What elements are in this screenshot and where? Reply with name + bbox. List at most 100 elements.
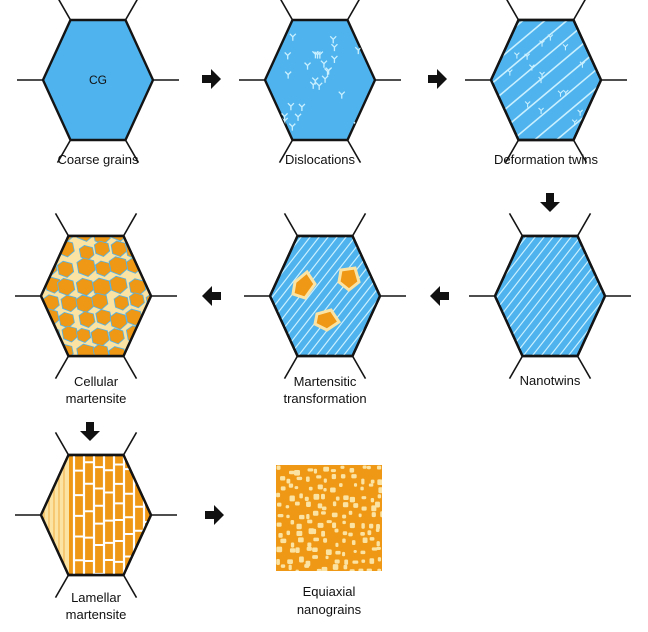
- nanograin-boundary: [313, 537, 319, 542]
- nanograin-boundary: [331, 512, 338, 518]
- grain-hexagon: [39, 453, 153, 577]
- nanograin-boundary: [377, 494, 382, 499]
- caption-martensitic-transformation: Martensitic: [294, 374, 357, 389]
- grain-boundary-line: [58, 0, 72, 21]
- nanograin-boundary: [323, 538, 328, 543]
- nanograin-boundary: [307, 519, 313, 524]
- twin-boundary-line: [270, 236, 372, 356]
- nanograin-boundary: [287, 559, 293, 564]
- martensite-cell: [76, 327, 92, 343]
- nanograin-boundary: [358, 513, 362, 518]
- nanograin-square: [276, 465, 382, 571]
- dislocation-mark: [289, 33, 297, 41]
- grain-boundary-line: [283, 212, 299, 237]
- nanograin-boundary: [386, 493, 389, 496]
- dislocation-mark: [330, 55, 338, 63]
- nanograin-boundary: [307, 468, 314, 472]
- martensite-cell: [41, 311, 44, 327]
- nanograin-boundary: [316, 475, 322, 479]
- nanograin-boundary: [387, 543, 393, 547]
- cellular-field: [41, 236, 151, 356]
- twin-boundary-line: [270, 236, 380, 356]
- nanograin-boundary: [294, 574, 299, 579]
- twin-boundary-line: [498, 236, 605, 356]
- grain-hexagon: [489, 18, 603, 142]
- twin-boundary-line: [270, 236, 363, 356]
- dislocation-mark: [287, 102, 295, 111]
- nanograin-boundary: [353, 576, 358, 580]
- dislocation-mark: [513, 52, 520, 59]
- grain-boundary-line: [122, 574, 138, 599]
- twin-boundary-line: [270, 236, 354, 356]
- nanograin-boundary: [385, 570, 390, 574]
- martensite-cell: [109, 312, 128, 330]
- nanograin-boundary: [349, 522, 355, 529]
- nanograin-boundary: [353, 503, 359, 508]
- dislocation-mark: [529, 64, 535, 71]
- nanograin-boundary: [289, 470, 295, 475]
- nanograin-boundary: [377, 568, 382, 571]
- nanograin-boundary: [340, 575, 343, 579]
- nanograin-boundary: [343, 495, 349, 501]
- nanograin-boundary: [360, 532, 365, 536]
- caption-equiaxial-nanograins: Equiaxial: [303, 584, 356, 599]
- dislocation-field: [281, 33, 362, 131]
- grain-boundary-line: [56, 139, 72, 164]
- nanograin-boundary: [296, 530, 303, 537]
- martensite-cell: [113, 294, 130, 311]
- nanograin-boundary: [280, 486, 286, 491]
- stage-dislocations: [239, 0, 401, 164]
- martensite-cell: [41, 244, 43, 261]
- nanograin-boundary: [276, 546, 283, 553]
- caption-lamellar-martensite: martensite: [66, 607, 127, 622]
- nanograin-boundary: [288, 483, 294, 488]
- cg-label: CG: [89, 73, 107, 87]
- dislocation-mark: [538, 76, 544, 84]
- nanograin-boundary: [276, 492, 281, 498]
- grain-boundary-line: [122, 212, 138, 237]
- nanograin-boundary: [276, 559, 280, 565]
- grain-boundary-line: [576, 212, 592, 237]
- arrow-down-icon: [540, 193, 560, 212]
- nanograin-boundary: [386, 488, 391, 493]
- nanograin-boundary: [296, 523, 302, 530]
- twin-boundary-line: [495, 236, 605, 356]
- twin-boundary-line: [503, 20, 601, 140]
- nanograin-boundary: [321, 566, 328, 571]
- caption-cellular-martensite: martensite: [66, 391, 127, 406]
- nanograin-boundary: [376, 579, 380, 585]
- dislocation-mark: [314, 51, 321, 59]
- nanograin-boundary: [368, 483, 374, 487]
- nanograin-boundary: [295, 547, 300, 553]
- grain-boundary-line: [508, 212, 524, 237]
- martensite-cell: [92, 236, 111, 245]
- dislocation-mark: [284, 71, 292, 79]
- dislocation-mark: [562, 43, 569, 51]
- nanograin-boundary: [289, 548, 296, 553]
- nanograin-boundary: [340, 465, 345, 469]
- nanograin-boundary: [339, 483, 343, 487]
- nanograin-boundary: [334, 559, 340, 564]
- stage-coarse-grains: CG: [17, 0, 179, 164]
- stage-martensitic-transformation: [244, 212, 406, 380]
- dislocation-mark: [309, 81, 317, 89]
- nanotwin-field: [270, 236, 380, 356]
- caption-deformation-twins: Deformation twins: [494, 152, 599, 167]
- nanograin-boundary: [321, 493, 325, 500]
- martensite-cell: [58, 311, 75, 329]
- nanograin-boundary: [312, 547, 318, 552]
- nanograin-boundary: [286, 578, 290, 582]
- twin-boundary-line: [495, 236, 597, 356]
- martensite-cell: [128, 292, 145, 309]
- nanograin-boundary: [369, 523, 374, 529]
- nanograin-boundary: [358, 568, 364, 571]
- grain-boundary-line: [124, 0, 138, 21]
- dislocation-mark: [281, 112, 289, 121]
- nanograin-boundary: [361, 478, 365, 485]
- nanograin-boundary: [286, 514, 290, 519]
- nanograin-boundary: [286, 530, 291, 536]
- nanograin-boundary: [378, 487, 382, 494]
- martensite-cell: [91, 292, 109, 310]
- nanograin-boundary: [307, 542, 312, 548]
